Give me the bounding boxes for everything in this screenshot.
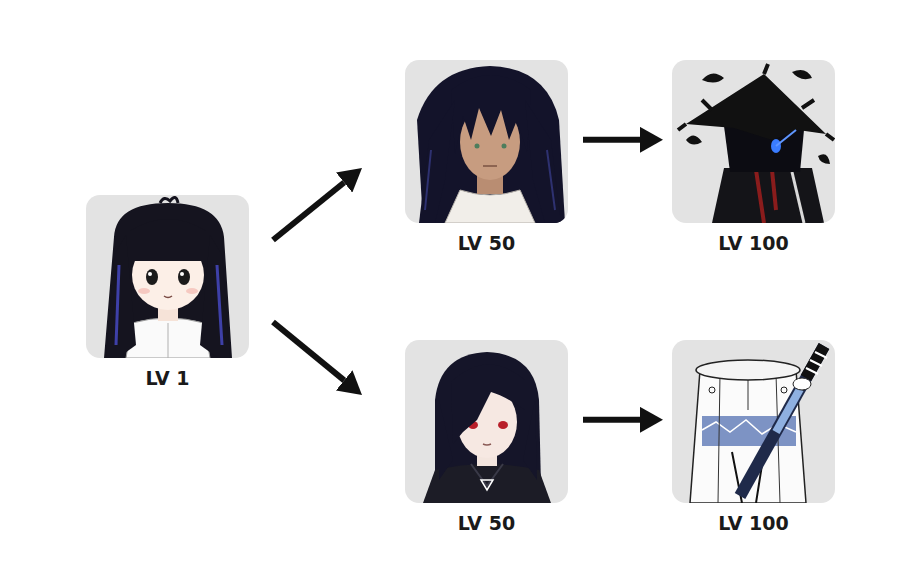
hair-back — [435, 352, 541, 486]
level-card: LV 100 — [672, 340, 835, 503]
side-hair — [200, 235, 230, 358]
red-accent — [756, 170, 776, 223]
eye-glow — [776, 130, 796, 146]
hair-highlight — [217, 265, 222, 345]
scabbard-band — [776, 389, 800, 432]
card-ground — [86, 195, 249, 358]
card-ground — [672, 340, 835, 503]
sword-scabbard — [740, 346, 824, 496]
card-ground — [672, 60, 835, 223]
portrait-clip — [423, 352, 551, 503]
hair-back — [417, 66, 565, 223]
hair-back — [104, 203, 232, 358]
portrait-veiled — [672, 340, 835, 503]
hat-ragged-edge — [678, 64, 834, 140]
hat-brim — [696, 360, 800, 380]
blunt-bangs — [130, 219, 206, 261]
card-ground — [405, 340, 568, 503]
portrait-clip — [678, 64, 834, 223]
blush — [186, 288, 198, 294]
portrait-shadow — [672, 60, 835, 223]
portrait-clip — [417, 66, 565, 223]
portrait-chibi — [86, 195, 249, 358]
level-card: LV 100 — [672, 60, 835, 223]
hair-highlight — [116, 265, 119, 345]
portrait-clip — [104, 197, 232, 358]
level-card: LV 50 — [405, 60, 568, 223]
side-hair — [439, 400, 537, 480]
side-swept-bangs — [451, 364, 525, 444]
shirt-seam — [168, 323, 169, 358]
knot — [709, 387, 715, 393]
eye-glint — [180, 272, 184, 276]
hand — [793, 378, 811, 390]
evolution-arrow — [273, 322, 344, 380]
level-label: LV 50 — [455, 232, 518, 254]
white-shirt — [126, 318, 210, 358]
level-card: LV 1 — [86, 195, 249, 358]
level-label: LV 100 — [715, 232, 791, 254]
hair-tuft — [160, 197, 178, 203]
side-hair — [525, 100, 561, 223]
blush — [138, 288, 150, 294]
eye — [178, 269, 190, 285]
evolution-arrow — [583, 137, 640, 143]
hilt-wrap — [806, 352, 827, 374]
mouth — [164, 296, 172, 298]
mouth — [483, 165, 497, 167]
level-card: LV 50 — [405, 340, 568, 503]
messy-bangs — [451, 75, 531, 154]
level-label: LV 100 — [715, 512, 791, 534]
knot — [781, 387, 787, 393]
jacket-collar — [471, 464, 503, 486]
collar-pin — [481, 480, 493, 490]
evolution-arrow — [583, 417, 640, 423]
red-eye — [498, 421, 508, 429]
eye-glint — [148, 272, 152, 276]
level-label: LV 1 — [142, 367, 192, 389]
portrait-bob — [405, 340, 568, 503]
hair-highlight — [425, 150, 555, 210]
mouth — [483, 444, 491, 445]
evolution-arrow — [273, 183, 344, 240]
white-shirt — [445, 190, 535, 223]
cloak — [712, 168, 824, 223]
portrait-messy — [405, 60, 568, 223]
eye — [146, 269, 158, 285]
portrait-clip — [690, 346, 827, 503]
side-hair — [419, 100, 455, 223]
robe-edge — [792, 172, 804, 223]
eye — [502, 144, 507, 149]
level-label: LV 50 — [455, 512, 518, 534]
side-hair — [106, 235, 136, 358]
card-ground — [405, 60, 568, 223]
eye — [475, 144, 480, 149]
